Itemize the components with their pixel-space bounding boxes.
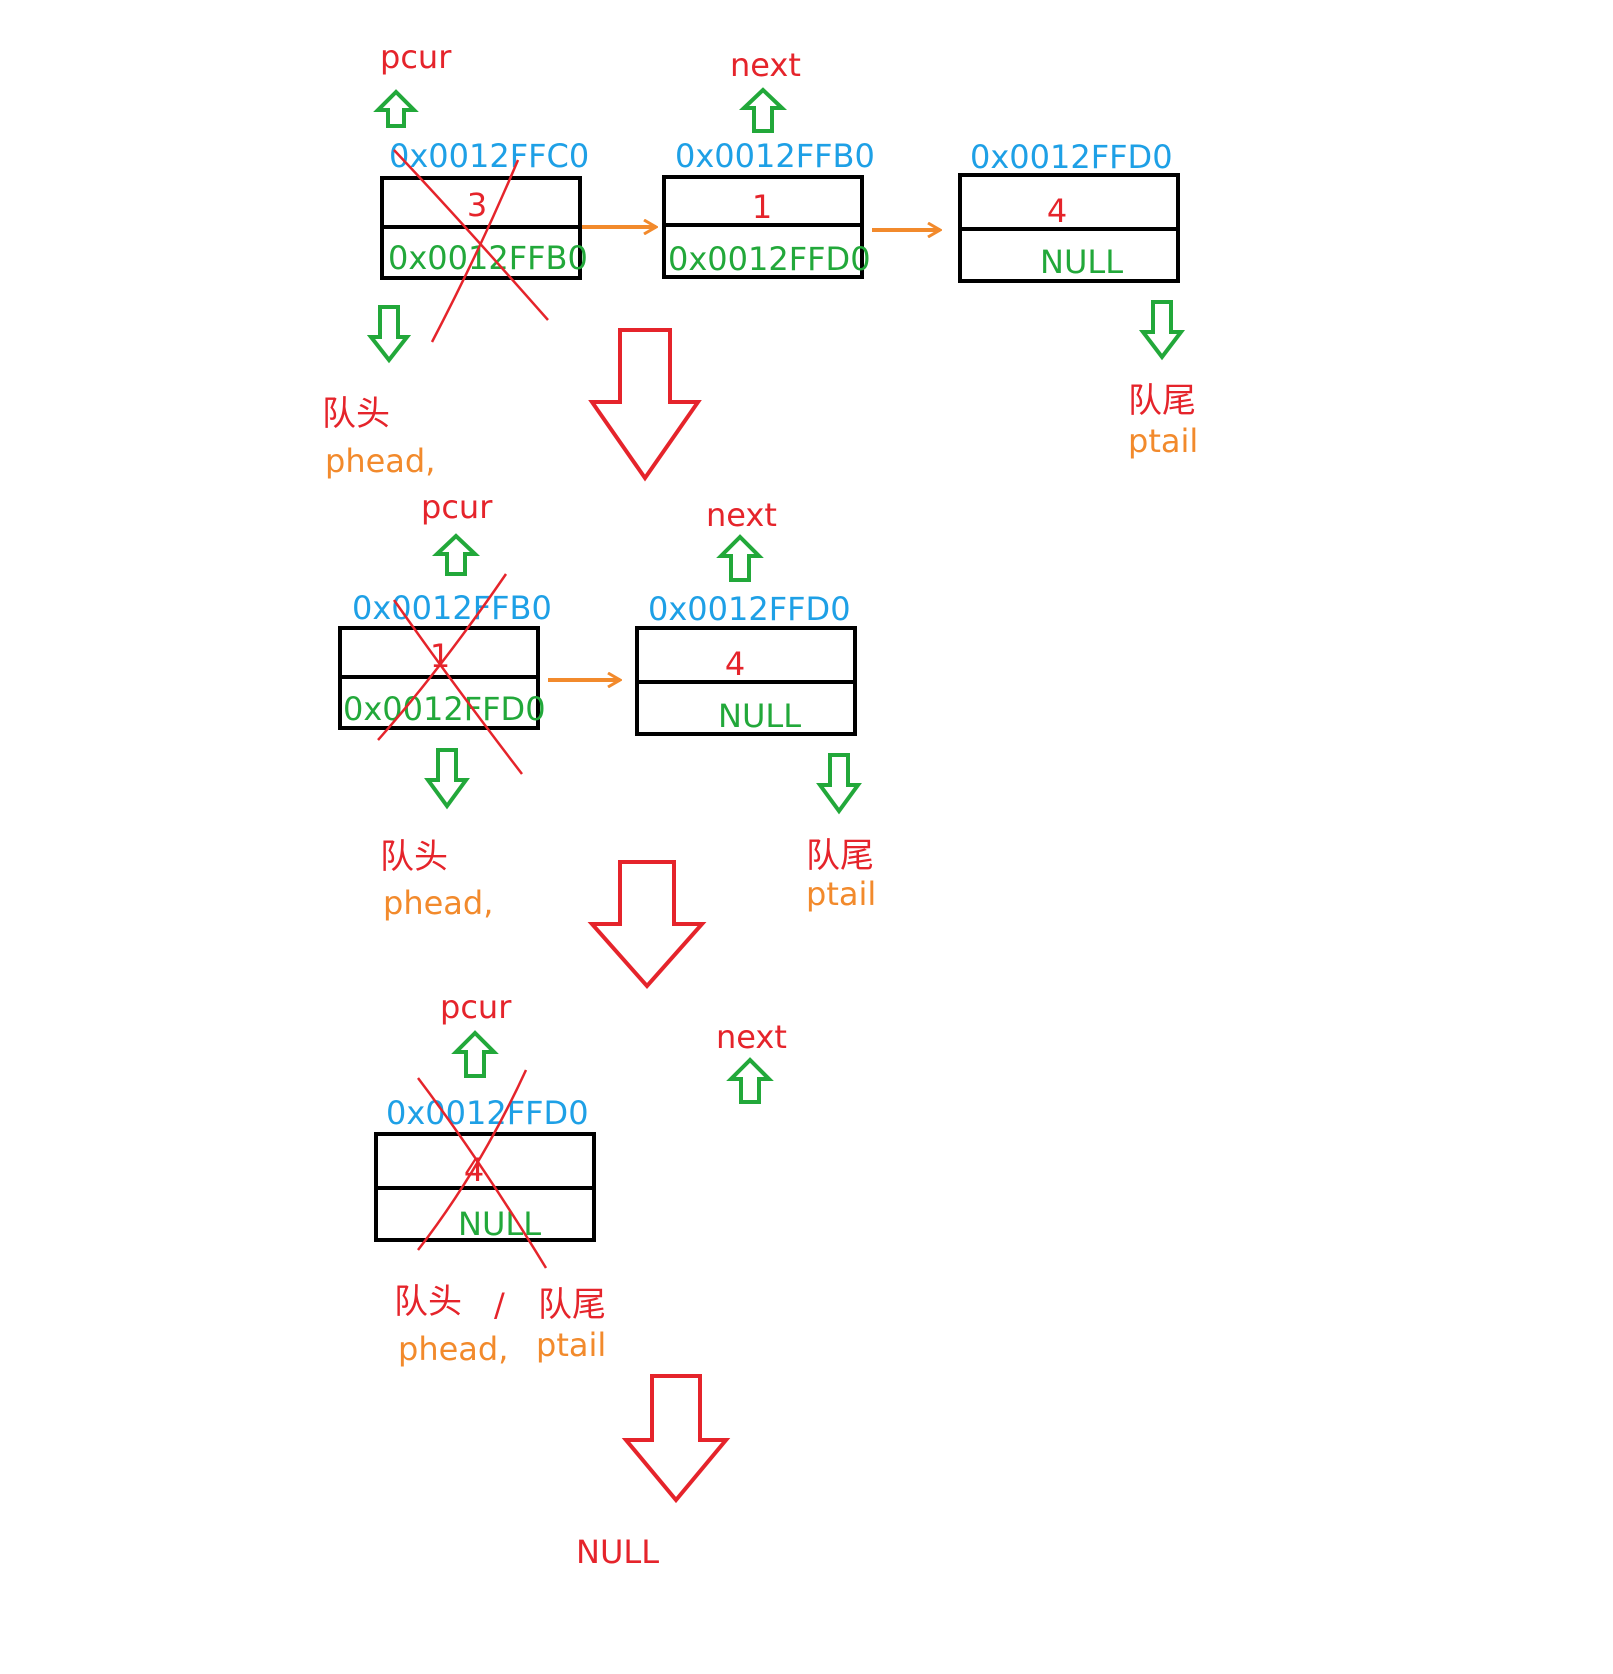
pcur-label: pcur	[421, 488, 493, 526]
next-up-arrow-icon	[738, 87, 788, 133]
head-down-arrow-icon	[366, 305, 412, 364]
head-down-arrow-icon	[424, 748, 470, 810]
next-label: next	[716, 1018, 787, 1056]
phead-label: phead,	[398, 1330, 508, 1368]
next-up-arrow-icon	[726, 1057, 774, 1104]
transition-down-arrow-icon	[588, 328, 702, 482]
node-value: 1	[752, 188, 772, 226]
next-label: next	[730, 46, 801, 84]
queue-tail-label: 队尾	[1128, 381, 1196, 421]
node-next-field: 0x0012FFD0	[343, 690, 546, 728]
cross-mark-icon	[392, 599, 523, 775]
slash-separator: /	[494, 1286, 505, 1324]
node-address: 0x0012FFD0	[970, 138, 1173, 176]
node-address: 0x0012FFD0	[648, 590, 851, 628]
node-0x0012FFD0: 0x0012FFD0 4 NULL	[958, 138, 1180, 283]
queue-tail-label: 队尾	[538, 1285, 606, 1325]
queue-head-label: 队头	[394, 1282, 462, 1322]
queue-tail-label: 队尾	[806, 836, 874, 876]
node-0x0012FFB0: 0x0012FFB0 1 0x0012FFD0	[662, 137, 875, 279]
node-value: 4	[725, 645, 745, 683]
next-label: next	[706, 496, 777, 534]
node-value: 3	[467, 186, 487, 224]
node-0x0012FFD0: 0x0012FFD0 4 NULL	[635, 590, 857, 736]
tail-down-arrow-icon	[816, 753, 862, 815]
pcur-up-arrow-icon	[373, 89, 419, 128]
stage-2: pcur next 0x0012FFB0 1 0x0012FFD0 0x0012…	[338, 488, 876, 922]
node-value: 1	[430, 637, 450, 675]
queue-head-label: 队头	[322, 394, 390, 434]
node-0x0012FFB0: 0x0012FFB0 1 0x0012FFD0	[338, 573, 552, 775]
node-value: 4	[1047, 192, 1067, 230]
node-address: 0x0012FFC0	[389, 137, 589, 175]
node-address: 0x0012FFD0	[386, 1094, 589, 1132]
transition-down-arrow-icon	[621, 1374, 731, 1504]
ptail-label: ptail	[806, 875, 876, 913]
pcur-label: pcur	[440, 988, 512, 1026]
node-address: 0x0012FFB0	[675, 137, 875, 175]
node-next-field: NULL	[1040, 243, 1123, 281]
stage-3: pcur next 0x0012FFD0 4 NULL 队头 / 队尾 phea…	[374, 988, 787, 1368]
cross-mark-icon	[393, 149, 549, 321]
pcur-up-arrow-icon	[431, 533, 481, 576]
final-null-label: NULL	[576, 1533, 659, 1571]
pcur-label: pcur	[380, 38, 452, 76]
node-next-field: 0x0012FFB0	[388, 239, 588, 277]
pcur-up-arrow-icon	[451, 1030, 499, 1078]
phead-label: phead,	[325, 442, 435, 480]
node-next-field: 0x0012FFD0	[668, 240, 871, 278]
ptail-label: ptail	[1128, 422, 1198, 460]
node-0x0012FFD0: 0x0012FFD0 4 NULL	[374, 1069, 596, 1269]
node-address: 0x0012FFB0	[352, 589, 552, 627]
ptail-label: ptail	[536, 1326, 606, 1364]
stage-1: pcur next 0x0012FFC0 3 0x0012FFB0 0x0012…	[322, 38, 1198, 480]
next-up-arrow-icon	[716, 534, 764, 582]
tail-down-arrow-icon	[1138, 300, 1186, 361]
node-0x0012FFC0: 0x0012FFC0 3 0x0012FFB0	[380, 137, 589, 343]
phead-label: phead,	[383, 884, 493, 922]
cross-mark-icon	[417, 1077, 548, 1269]
transition-down-arrow-icon	[587, 860, 707, 990]
node-next-field: NULL	[458, 1205, 541, 1243]
queue-head-label: 队头	[380, 837, 448, 877]
node-next-field: NULL	[718, 697, 801, 735]
